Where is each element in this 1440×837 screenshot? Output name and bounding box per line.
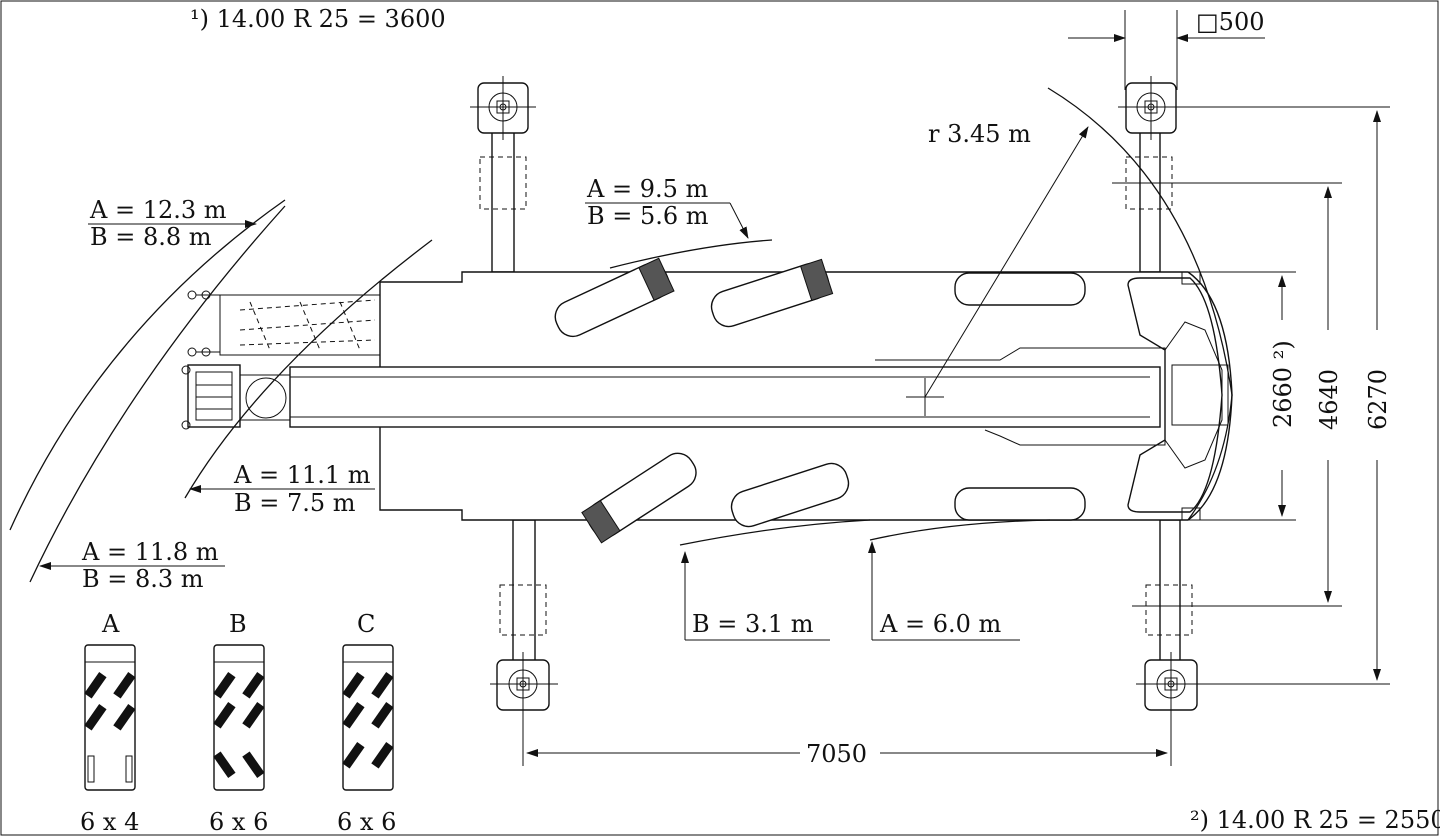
footnote-2: ²) 14.00 R 25 = 2550 xyxy=(1190,806,1440,834)
lattice-jib xyxy=(187,290,381,357)
outrigger-rear-bottom xyxy=(1132,519,1206,716)
dim-2660-label: 2660 ²) xyxy=(1269,340,1297,428)
dim-7050 xyxy=(522,712,1172,766)
lower-b-label: B = 8.3 m xyxy=(82,565,204,593)
variant-c-letter: C xyxy=(357,610,375,638)
outrigger-front-bottom xyxy=(490,519,558,716)
outrigger-front-top xyxy=(470,76,536,273)
dim-radius xyxy=(924,126,1089,398)
variant-b-drive: 6 x 6 xyxy=(209,808,268,836)
footnote-1: ¹) 14.00 R 25 = 3600 xyxy=(190,5,446,33)
wheel-front-2-left xyxy=(710,258,834,328)
variant-a-letter: A xyxy=(101,610,120,638)
dim-pad xyxy=(1068,10,1265,90)
hook-block xyxy=(181,364,291,430)
pad-size-label: □500 xyxy=(1196,8,1264,36)
mid-a-label: A = 11.1 m xyxy=(233,461,371,489)
wheel-front-1-right xyxy=(581,452,697,544)
axle-variant-a: A 6 x 4 xyxy=(80,610,139,836)
crane-chassis xyxy=(289,271,1233,521)
lower-a-label: A = 11.8 m xyxy=(81,538,219,566)
dim-2660 xyxy=(1190,271,1296,521)
wheel-front-2-right xyxy=(730,462,850,528)
dim-4640-label: 4640 xyxy=(1315,369,1343,430)
top-a-label: A = 9.5 m xyxy=(586,175,708,203)
variant-c-drive: 6 x 6 xyxy=(337,808,396,836)
front-outer-a-label: A = 12.3 m xyxy=(89,196,227,224)
dim-6270 xyxy=(1180,106,1390,685)
top-b-label: B = 5.6 m xyxy=(587,202,709,230)
turning-curves xyxy=(9,87,1233,583)
dim-4640 xyxy=(1180,182,1342,607)
axle-variant-c: C 6 x 6 xyxy=(337,610,396,836)
axle-variant-b: B 6 x 6 xyxy=(209,610,268,836)
dim-7050-label: 7050 xyxy=(806,740,867,768)
wheel-front-1-left xyxy=(554,257,675,338)
bottom-a-label: A = 6.0 m xyxy=(879,610,1001,638)
radius-label: r 3.45 m xyxy=(928,120,1031,148)
variant-b-letter: B xyxy=(229,610,247,638)
dim-6270-label: 6270 xyxy=(1364,369,1392,430)
outrigger-rear-top xyxy=(1112,76,1190,273)
label-leaders xyxy=(39,202,1020,641)
variant-a-drive: 6 x 4 xyxy=(80,808,139,836)
mid-b-label: B = 7.5 m xyxy=(234,489,356,517)
bottom-b-label: B = 3.1 m xyxy=(692,610,814,638)
front-outer-b-label: B = 8.8 m xyxy=(90,223,212,251)
